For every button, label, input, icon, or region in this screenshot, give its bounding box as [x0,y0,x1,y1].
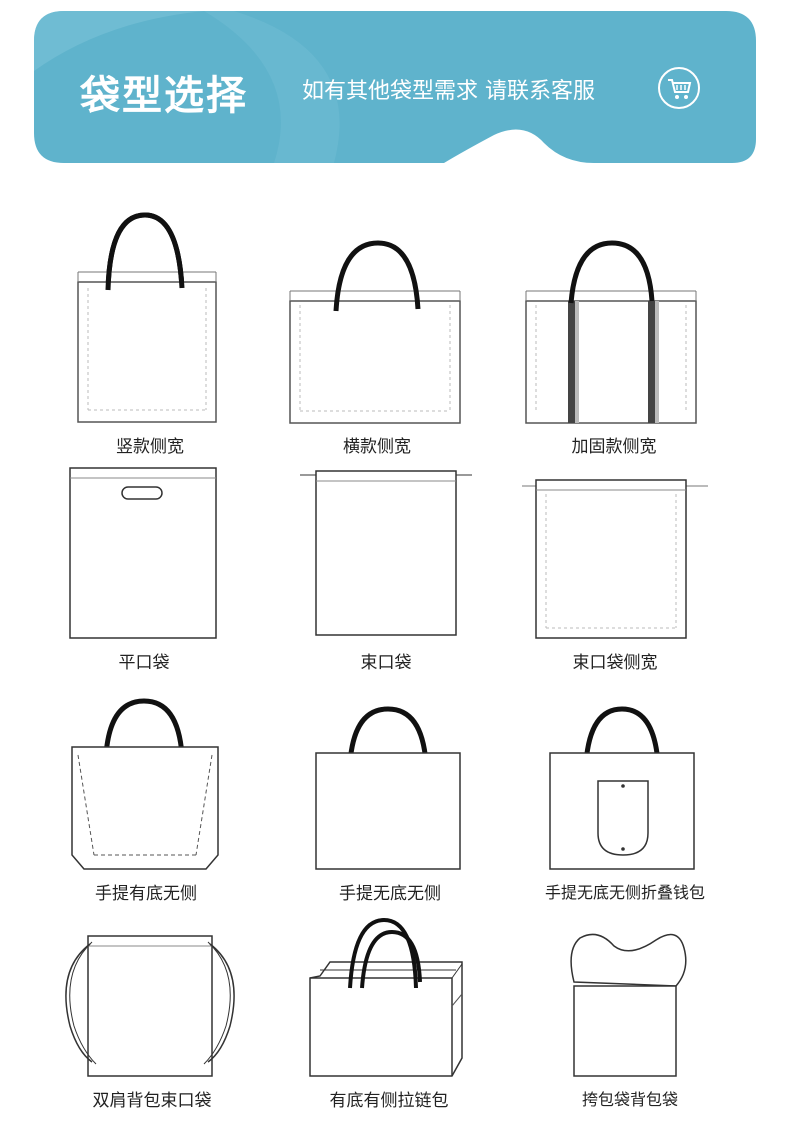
bag-label: 手提无底无侧 [339,884,441,904]
shoulder-backpack-bag-icon [570,933,687,1077]
bag-horizontal-gusset[interactable]: 横款侧宽 [288,235,466,457]
handle-flat-bag-icon [315,706,461,870]
bag-label: 横款侧宽 [343,437,411,457]
handle-bottom-bag-icon [71,698,219,870]
flat-bag-icon [69,467,217,639]
zipper-gusset-bag-icon [309,917,463,1077]
bag-foldable-wallet[interactable]: 手提无底无侧折叠钱包 [530,705,720,905]
drawstring-gusset-bag-icon [522,479,708,639]
bag-reinforced-gusset[interactable]: 加固款侧宽 [524,235,704,457]
bag-drawstring-gusset[interactable]: 束口袋侧宽 [520,470,710,675]
bag-label: 束口袋 [360,653,412,673]
bag-backpack-drawstring[interactable]: 双肩背包束口袋 [62,930,242,1111]
bag-flat[interactable]: 平口袋 [66,465,222,675]
bag-label: 有底有侧拉链包 [329,1091,449,1111]
drawstring-bag-icon [300,470,472,636]
bag-label: 束口袋侧宽 [572,653,658,673]
bag-label: 加固款侧宽 [571,437,657,457]
bag-zipper-gusset[interactable]: 有底有侧拉链包 [306,916,472,1111]
bag-label: 双肩背包束口袋 [92,1091,212,1111]
bag-label: 挎包袋背包袋 [581,1090,678,1109]
cart-button[interactable] [658,67,700,109]
bag-handle-bottom-no-side[interactable]: 手提有底无侧 [66,695,226,905]
banner-subtitle: 如有其他袋型需求 请联系客服 [302,79,595,104]
reinforced-gusset-bag-icon [525,240,697,424]
bag-handle-no-bottom-no-side[interactable]: 手提无底无侧 [312,705,468,905]
bag-shoulder-backpack[interactable]: 挎包袋背包袋 [560,930,700,1110]
bag-drawstring[interactable]: 束口袋 [296,465,476,675]
bag-label: 手提有底无侧 [95,884,197,904]
bag-label: 平口袋 [118,653,170,673]
bag-label: 竖款侧宽 [116,437,184,457]
vertical-gusset-bag-icon [77,212,217,423]
horizontal-gusset-bag-icon [289,240,461,424]
shopping-cart-icon [668,79,692,99]
backpack-drawstring-bag-icon [65,935,235,1077]
foldable-wallet-bag-icon [549,706,695,870]
header-banner: 袋型选择 如有其他袋型需求 请联系客服 [34,11,756,163]
banner-title: 袋型选择 [80,73,248,119]
bag-vertical-gusset[interactable]: 竖款侧宽 [70,210,230,457]
bag-label: 手提无底无侧折叠钱包 [544,883,705,902]
